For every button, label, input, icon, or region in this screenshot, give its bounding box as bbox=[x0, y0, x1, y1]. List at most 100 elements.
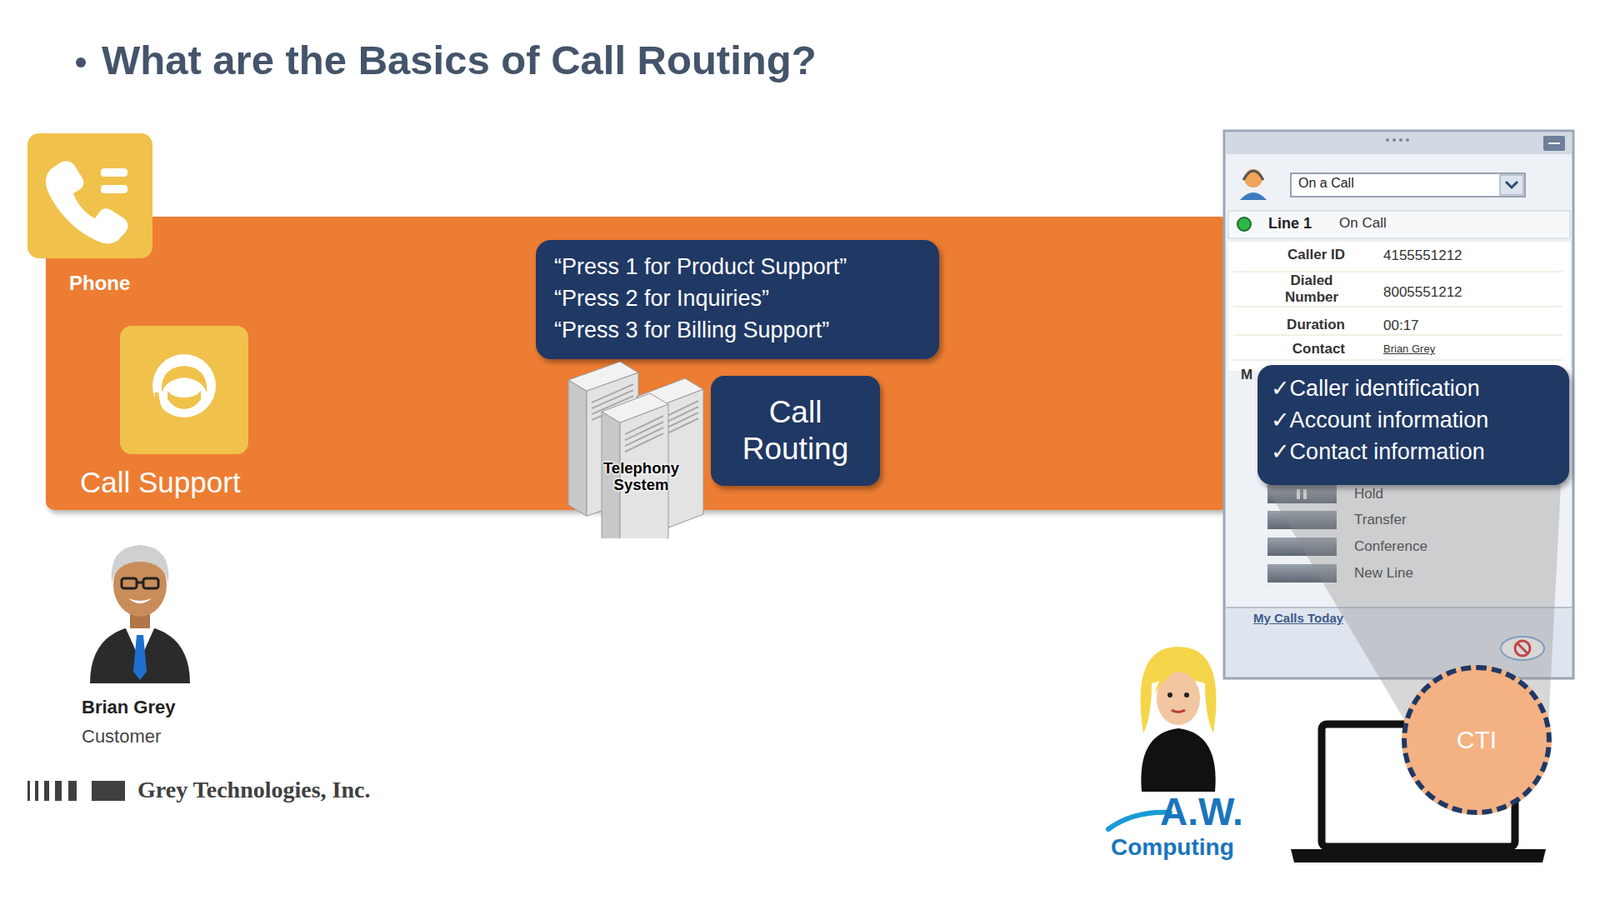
panel-link: My Calls Today bbox=[1253, 610, 1344, 625]
cti-panel-part bbox=[1290, 173, 1525, 197]
drive-slot bbox=[625, 433, 664, 452]
orange-band bbox=[45, 216, 1230, 510]
node-text: “Press 3 for Billing Support” bbox=[554, 315, 921, 347]
icon-node: Telephony System bbox=[560, 345, 723, 539]
text-group: “Press 1 for Product Support”“Press 2 fo… bbox=[554, 251, 921, 346]
customer-avatar-part bbox=[133, 635, 147, 680]
cti-panel-part bbox=[1228, 210, 1570, 239]
text-group: Phone bbox=[69, 271, 186, 295]
field-name: Contact bbox=[1241, 340, 1345, 358]
customer-avatar-part bbox=[136, 581, 144, 585]
cti-panel-part bbox=[1543, 135, 1565, 151]
cti-panel-part bbox=[1225, 132, 1572, 155]
node-text: CTI bbox=[1456, 725, 1497, 755]
headset-icon bbox=[120, 325, 249, 455]
text-group: CTI bbox=[1456, 725, 1497, 755]
cti-panel-part bbox=[1392, 138, 1396, 142]
cti-panel-part bbox=[1385, 138, 1390, 142]
server-stack bbox=[560, 345, 723, 539]
agent-avatar-part bbox=[1167, 692, 1173, 698]
icon-line bbox=[100, 185, 128, 194]
mic-boom bbox=[156, 392, 187, 423]
text-group: Call Routing bbox=[727, 394, 864, 469]
cti-panel-part bbox=[1237, 217, 1251, 231]
field-value: 4155551212 bbox=[1383, 247, 1463, 265]
face-shade bbox=[167, 390, 201, 410]
field-name: Dialed Number bbox=[1273, 272, 1350, 305]
title-bullet-part bbox=[75, 57, 86, 68]
field-value: 8005551212 bbox=[1383, 284, 1463, 301]
agent-avatar bbox=[1140, 646, 1217, 792]
icon-node: Phone bbox=[27, 133, 186, 295]
cti-panel-part bbox=[1228, 241, 1570, 371]
cti-panel-part bbox=[1240, 192, 1267, 200]
cti-panel-part bbox=[1233, 306, 1563, 308]
orange-band-part bbox=[45, 216, 1230, 510]
icon-node: Call Support bbox=[80, 325, 305, 500]
hair bbox=[161, 365, 207, 393]
node-text: Call Support bbox=[80, 465, 305, 500]
mic bbox=[185, 418, 195, 427]
laptop-part bbox=[1290, 849, 1546, 863]
company-logo-bars bbox=[27, 780, 125, 801]
title-bullet bbox=[75, 57, 86, 68]
field-link: Brian Grey bbox=[1383, 343, 1435, 356]
node-text: Call Routing bbox=[727, 394, 864, 469]
person-role: Customer bbox=[81, 725, 161, 747]
cti-panel-part bbox=[1505, 181, 1518, 188]
company-logo-bars-part bbox=[44, 780, 50, 801]
customer-avatar-part bbox=[121, 578, 137, 589]
company-logo: A.W. bbox=[1160, 790, 1244, 835]
cti-panel-part bbox=[1233, 360, 1563, 361]
company-logo-bars-part bbox=[27, 780, 30, 801]
node-text: “Press 1 for Product Support” bbox=[554, 251, 921, 284]
icon-line bbox=[100, 168, 128, 177]
cti-panel-part bbox=[1548, 142, 1560, 145]
cti-panel-part bbox=[1244, 169, 1263, 188]
customer-avatar-part bbox=[128, 598, 152, 604]
agent-avatar-part bbox=[1184, 692, 1190, 698]
status-dropdown: On a Call bbox=[1298, 175, 1355, 191]
action-label: Transfer bbox=[1354, 511, 1407, 529]
text-group: Telephony System bbox=[560, 460, 723, 495]
handset bbox=[45, 160, 129, 244]
node-text: “Press 2 for Inquiries” bbox=[554, 283, 921, 315]
action-label: Hold bbox=[1354, 485, 1384, 503]
cti-panel-part bbox=[1233, 271, 1563, 273]
field-name: Duration bbox=[1241, 316, 1345, 334]
slide-title: What are the Basics of Call Routing? bbox=[101, 36, 817, 84]
cti-panel-part bbox=[1233, 335, 1563, 336]
text-group: ✓Caller identification✓Account informati… bbox=[1270, 373, 1556, 468]
cti-panel-part bbox=[1399, 138, 1403, 142]
company-logo-bars-part bbox=[35, 780, 39, 801]
person-name: Brian Grey bbox=[81, 696, 176, 718]
agent-avatar-part bbox=[1155, 668, 1202, 694]
action-label: New Line bbox=[1354, 565, 1414, 582]
icon-tile bbox=[120, 325, 249, 455]
feature-callout: ✓Caller identification✓Account informati… bbox=[1257, 365, 1570, 485]
customer-avatar-part bbox=[111, 545, 170, 584]
routing-box: Call Routing bbox=[710, 375, 880, 486]
agent-avatar-part bbox=[1140, 646, 1217, 734]
text-group: Call Support bbox=[80, 465, 305, 500]
tower-side bbox=[568, 380, 587, 516]
cti-panel-part bbox=[1500, 175, 1524, 195]
icon-tile bbox=[27, 133, 153, 259]
company-logo-bars-part bbox=[68, 780, 77, 801]
field-name: M bbox=[1240, 366, 1253, 384]
customer-avatar-part bbox=[143, 578, 159, 589]
customer-avatar bbox=[90, 545, 190, 684]
node-text: ✓Account information bbox=[1270, 405, 1556, 437]
action-label: Conference bbox=[1354, 538, 1428, 555]
agent-avatar-part bbox=[1171, 710, 1185, 713]
company-logo: Computing bbox=[1110, 834, 1235, 861]
node-text: ✓Caller identification bbox=[1270, 373, 1556, 405]
node-text: Telephony System bbox=[560, 460, 723, 495]
agent-avatar-part bbox=[1140, 728, 1215, 792]
cti-panel-part bbox=[1243, 170, 1264, 180]
cti-panel-part bbox=[1405, 138, 1410, 142]
company-logo-bars-part bbox=[91, 780, 125, 801]
node-text: Phone bbox=[69, 271, 186, 295]
phone-icon bbox=[27, 133, 153, 259]
